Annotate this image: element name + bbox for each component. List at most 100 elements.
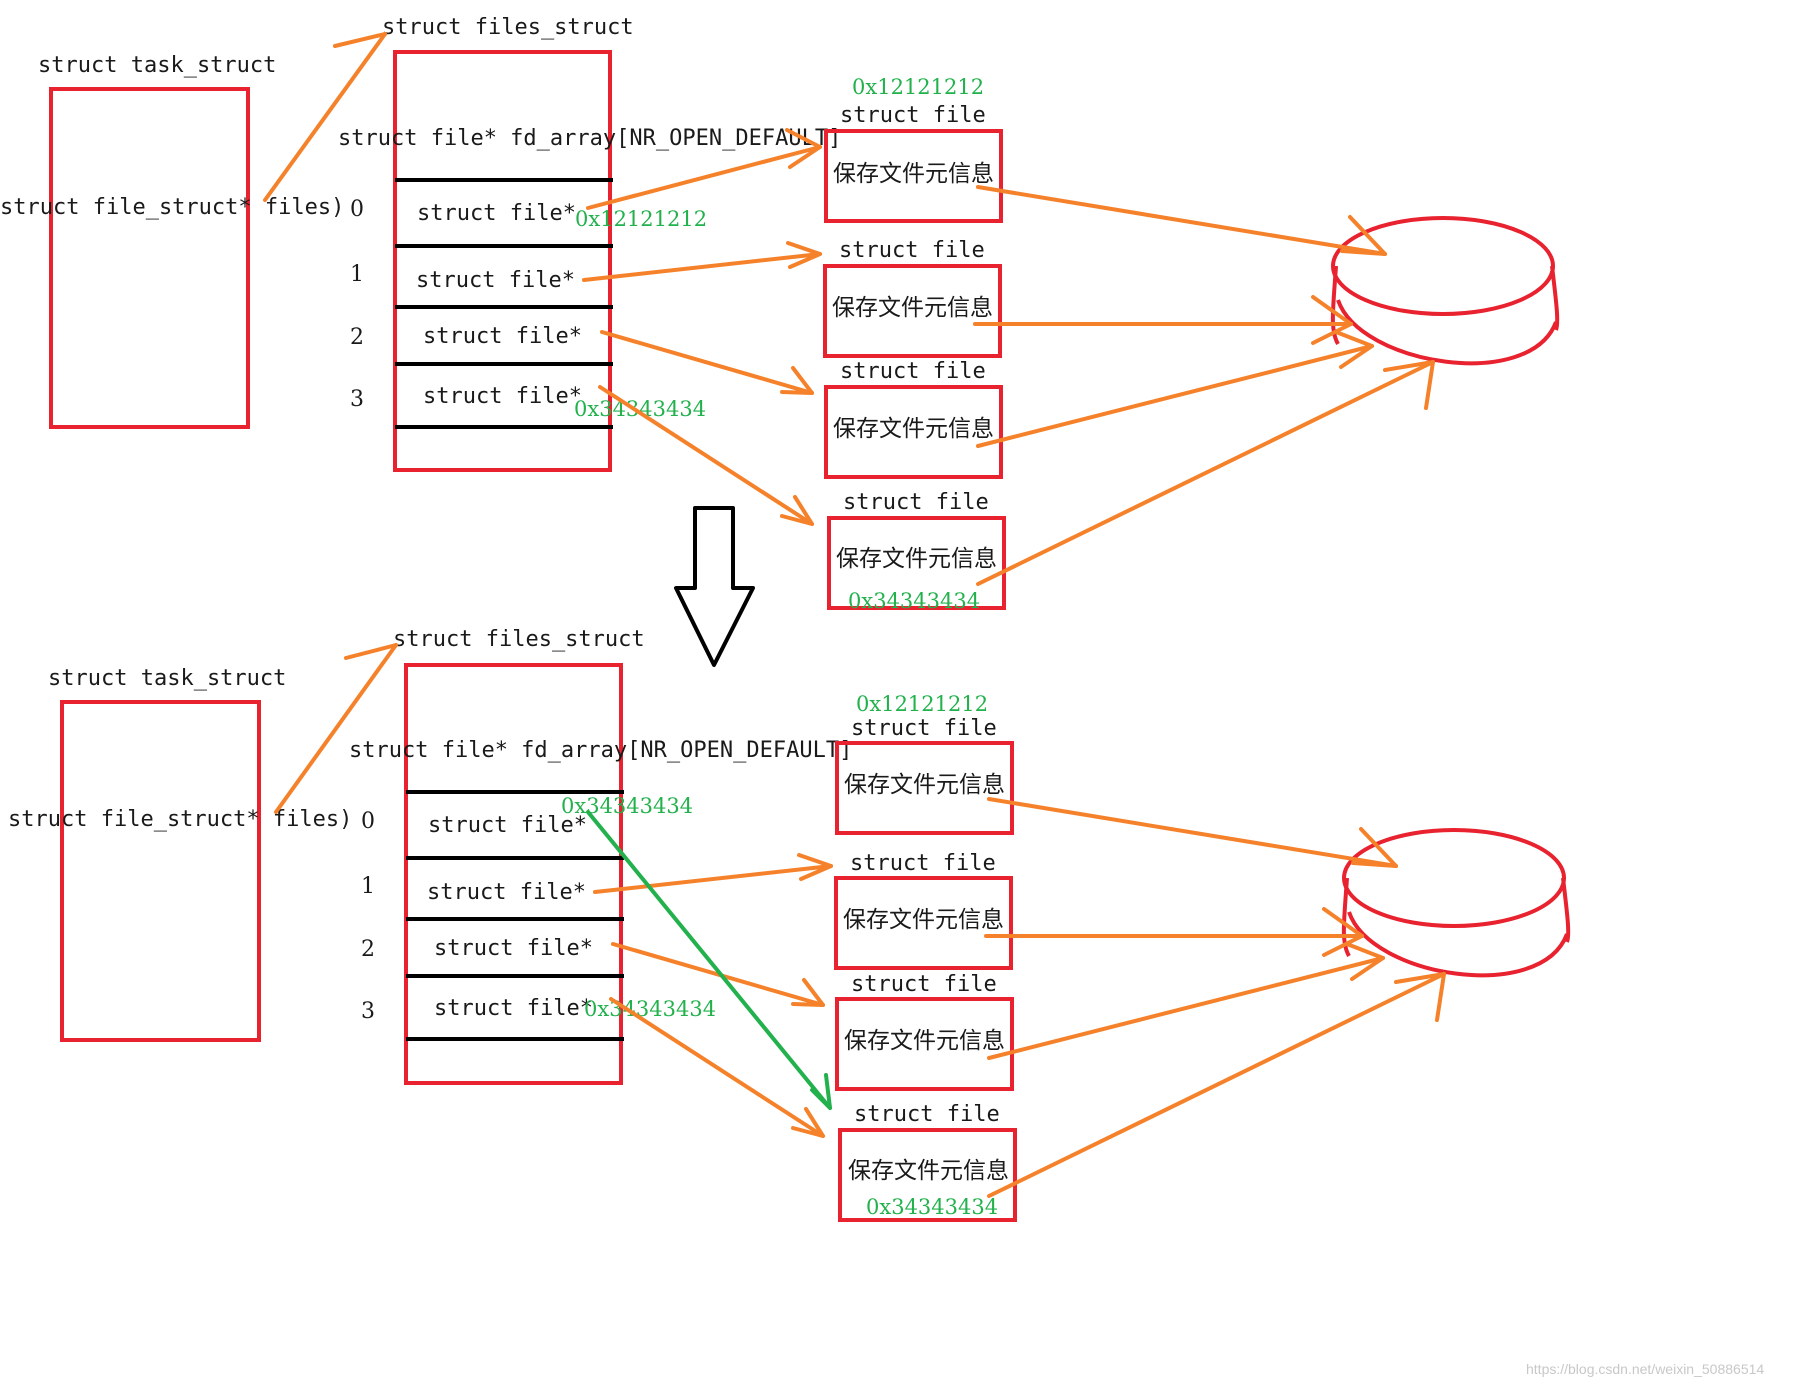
redirected-pointer-arrow [586, 810, 832, 1110]
task-struct-box [60, 700, 261, 1042]
slot0-address: 0x12121212 [575, 207, 707, 231]
fd-slot-label: struct file* [416, 268, 575, 293]
file-meta-label: 保存文件元信息 [848, 1158, 1009, 1184]
pointer-arrow-head [1394, 972, 1446, 1022]
fd-index-2: 2 [350, 325, 364, 350]
fd-slot-label: struct file* [423, 324, 582, 349]
file-meta-label: 保存文件元信息 [843, 907, 1004, 933]
fd-index-0: 0 [350, 197, 364, 222]
pointer-arrow [600, 330, 814, 395]
file-meta-label: 保存文件元信息 [832, 295, 993, 321]
struct-file-box [835, 741, 1014, 835]
pointer-arrow [987, 972, 1446, 1198]
struct-file-title: struct file [843, 490, 989, 515]
pointer-arrow [582, 252, 822, 282]
pointer-arrow [976, 185, 1387, 256]
fd-slot-label: struct file* [434, 936, 593, 961]
file-meta-label: 保存文件元信息 [833, 161, 994, 187]
struct-file-title: struct file [850, 851, 996, 876]
file3-address: 0x34343434 [848, 589, 980, 613]
fd-slot-label: struct file* [423, 384, 582, 409]
slot3-address: 0x34343434 [584, 997, 716, 1021]
pointer-arrow [586, 145, 822, 210]
struct-file-box [838, 1128, 1017, 1222]
task-struct-title: struct task_struct [48, 666, 286, 691]
pointer-arrow-head [344, 643, 398, 660]
pointer-arrow [263, 32, 387, 202]
pointer-arrows [274, 643, 1446, 1198]
pointer-arrow-head [1383, 360, 1435, 410]
struct-file-box [824, 129, 1003, 223]
files-member-label: struct file_struct* files) [8, 807, 352, 832]
file-meta-label: 保存文件元信息 [833, 416, 994, 442]
pointer-arrow-head [1345, 942, 1385, 981]
file0-address: 0x12121212 [856, 692, 988, 716]
struct-file-title: struct file [851, 716, 997, 741]
fd-slot-label: struct file* [428, 813, 587, 838]
pointer-arrow-head [333, 32, 387, 48]
files-struct-title: struct files_struct [393, 627, 645, 652]
pointer-arrow [987, 956, 1385, 1060]
struct-file-title: struct file [840, 103, 986, 128]
pointer-arrow-head [791, 978, 825, 1007]
pointer-arrow-head [791, 1107, 825, 1138]
struct-file-title: struct file [840, 359, 986, 384]
struct-file-box [834, 876, 1013, 970]
pointer-arrow-head [780, 366, 814, 395]
fd-index-1: 1 [361, 874, 375, 899]
fd-index-3: 3 [361, 999, 375, 1024]
down-arrow-icon [674, 506, 755, 667]
watermark: https://blog.csdn.net/weixin_50886514 [1526, 1361, 1764, 1377]
struct-file-box [827, 516, 1006, 610]
struct-file-title: struct file [851, 972, 997, 997]
file0-address: 0x12121212 [852, 75, 984, 99]
pointer-arrow-head [785, 128, 822, 169]
pointer-arrow [611, 942, 825, 1007]
pointer-arrow [609, 997, 825, 1138]
pointer-arrow-head [1311, 295, 1353, 345]
disk-icon [1330, 216, 1560, 366]
file-meta-label: 保存文件元信息 [836, 546, 997, 572]
files-struct-title: struct files_struct [382, 15, 634, 40]
pointer-arrow-head [797, 853, 833, 881]
slot0-address: 0x34343434 [561, 794, 693, 818]
panel-after: struct task_struct struct file_struct* f… [8, 627, 1571, 1222]
task-struct-title: struct task_struct [38, 53, 276, 78]
struct-file-box [835, 997, 1014, 1091]
pointer-arrow [593, 864, 833, 894]
struct-file-box [823, 264, 1002, 358]
pointer-arrow [976, 344, 1374, 448]
pointer-arrow [987, 797, 1398, 868]
files-member-label: struct file_struct* files) [0, 195, 344, 220]
pointer-arrow-head [1322, 907, 1364, 957]
pointer-arrow-head [1351, 827, 1398, 868]
files-struct-box [393, 50, 612, 472]
fd-array-label: struct file* fd_array[NR_OPEN_DEFAULT] [349, 738, 852, 763]
struct-file-box [824, 385, 1003, 479]
fd-slot-label: struct file* [417, 201, 576, 226]
task-struct-box [49, 87, 250, 429]
file-meta-label: 保存文件元信息 [844, 1028, 1005, 1054]
fd-index-3: 3 [350, 387, 364, 412]
struct-file-title: struct file [854, 1102, 1000, 1127]
file3-address: 0x34343434 [866, 1195, 998, 1219]
pointer-arrow [274, 643, 398, 814]
pointer-arrow [976, 360, 1435, 586]
fd-index-2: 2 [361, 937, 375, 962]
pointer-arrows [263, 32, 1435, 586]
pointer-arrow [598, 385, 814, 526]
pointer-arrow-head [1340, 215, 1387, 256]
fd-slot-label: struct file* [434, 996, 593, 1021]
pointer-arrow-head [1334, 330, 1374, 369]
fd-index-1: 1 [350, 262, 364, 287]
panel-before: struct task_struct struct file_struct* f… [0, 15, 1560, 613]
struct-file-title: struct file [839, 238, 985, 263]
fd-slot-label: struct file* [427, 880, 586, 905]
fd-index-0: 0 [361, 809, 375, 834]
file-meta-label: 保存文件元信息 [844, 772, 1005, 798]
disk-icon [1341, 828, 1571, 978]
slot3-address: 0x34343434 [574, 397, 706, 421]
pointer-arrow-head [786, 241, 822, 269]
